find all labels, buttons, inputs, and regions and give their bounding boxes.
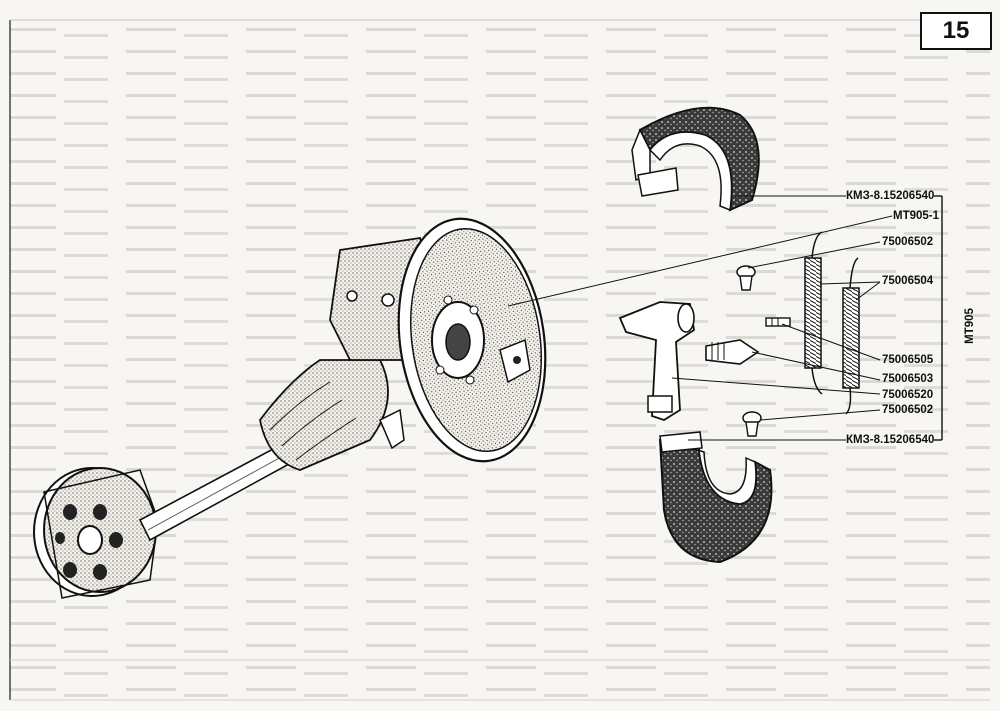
leader-lines (507, 195, 943, 441)
part-label: 75006520 (882, 389, 934, 401)
brake-shoe-upper (631, 106, 760, 212)
part-label: КМЗ-8.15206540 (846, 190, 935, 202)
rivet-lower (742, 411, 762, 437)
part-label: КМЗ-8.15206540 (846, 434, 935, 446)
backing-plate (397, 217, 547, 463)
rivet-upper (736, 265, 756, 291)
expander-lever (618, 301, 695, 421)
brake-shoe-lower (658, 431, 773, 564)
return-spring-right (842, 257, 860, 415)
part-label: MT905-1 (893, 210, 940, 222)
axle-drum (33, 467, 159, 599)
part-label: 75006503 (882, 373, 934, 385)
part-label: 75006505 (882, 354, 934, 366)
part-label: 75006502 (882, 404, 934, 416)
group-label: MT905 (963, 308, 976, 344)
adjuster-bolt (705, 339, 760, 365)
page-number: 15 (920, 12, 992, 50)
part-label: 75006504 (882, 275, 934, 287)
part-label: 75006502 (882, 236, 934, 248)
small-bolt (765, 317, 791, 327)
